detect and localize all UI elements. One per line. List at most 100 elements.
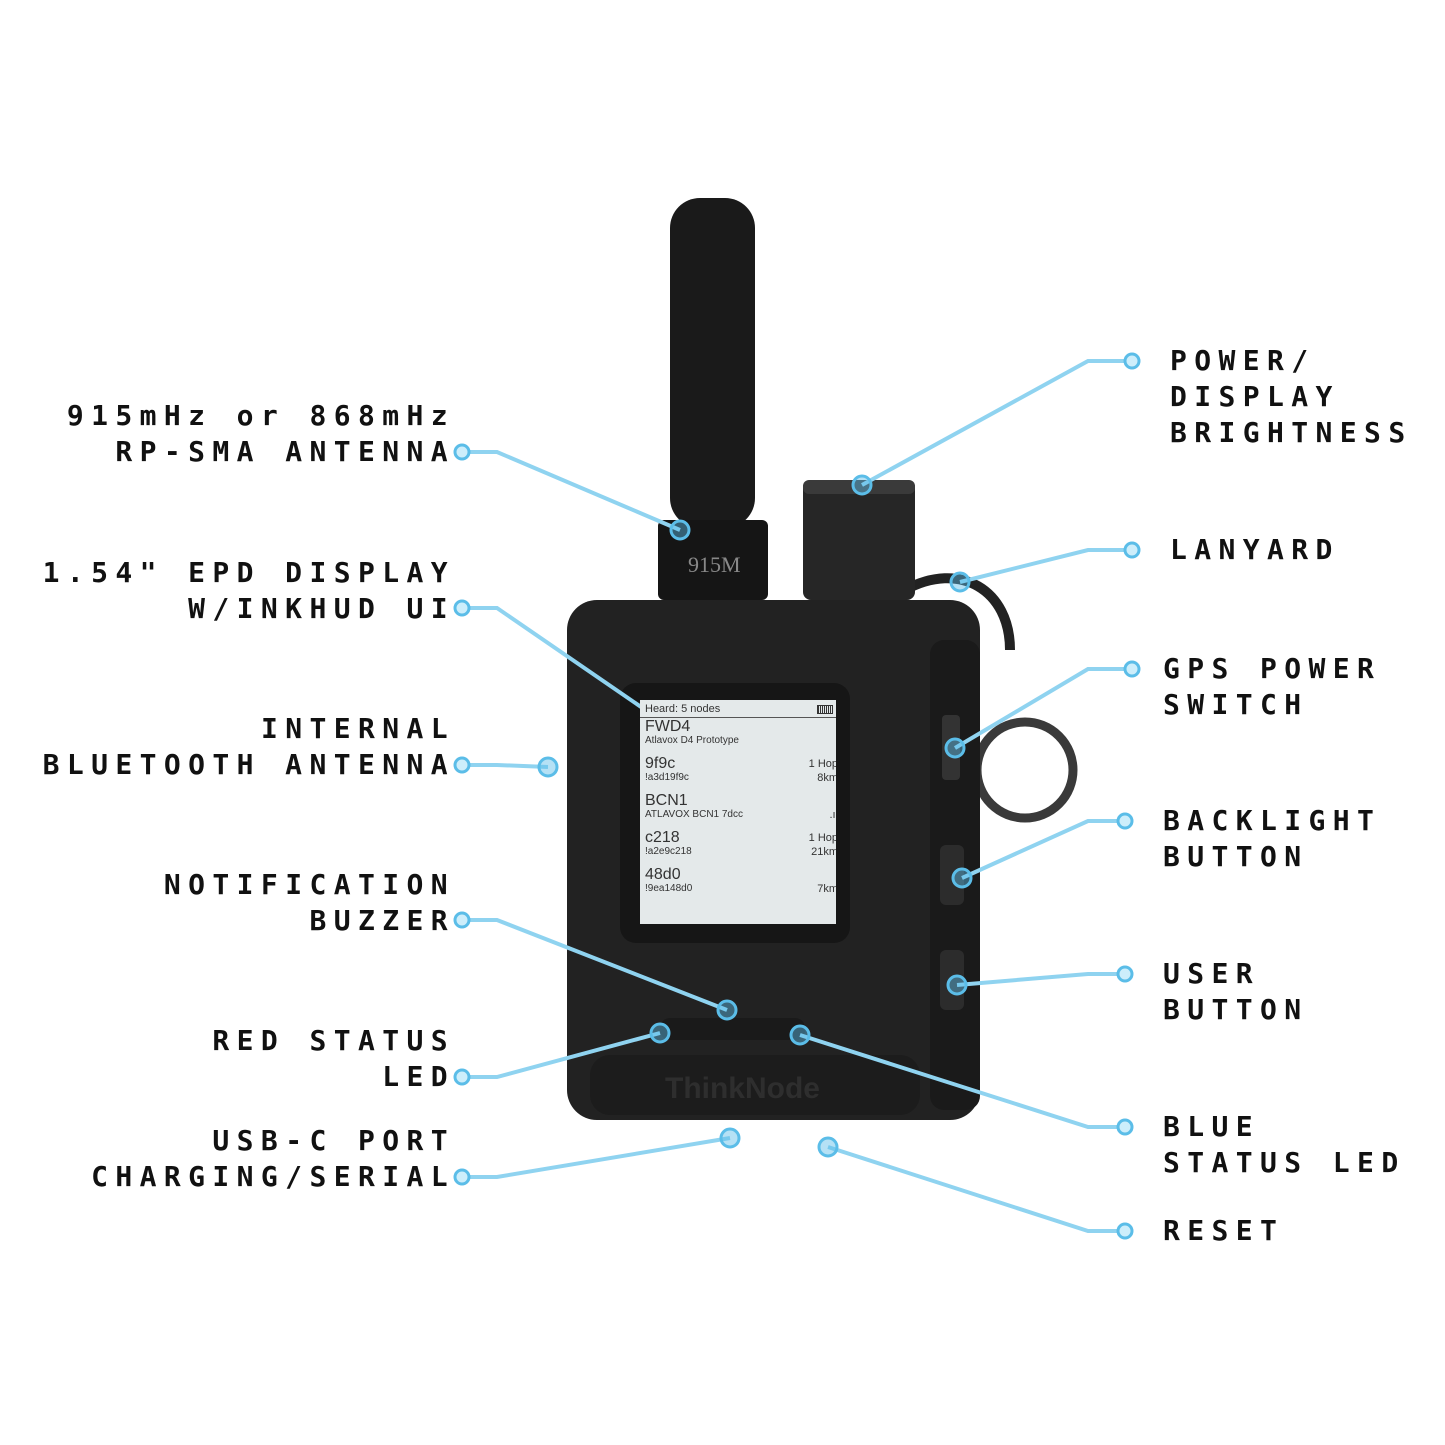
callout-text-line: LED [382,1060,455,1093]
node-sub: !a2e9c218 [645,846,692,857]
callout-text-line: STATUS LED [1163,1146,1406,1179]
callout-text-line: 915mHz or 868mHz [66,399,455,432]
heard-count: Heard: 5 nodes [645,703,721,715]
callout-text-line: POWER/ [1170,344,1316,377]
node-r2: .ıl [829,809,836,821]
lanyard-cord [902,573,1015,651]
callout-leader-line [961,819,1125,880]
callout-leader-line [799,1033,1125,1129]
node-list-item: c218!a2e9c218 1 Hop 21km [640,829,836,866]
callout-text-line: BLUETOOTH ANTENNA [42,748,455,781]
callout-text-line: SWITCH [1163,688,1309,721]
callout-dot [1123,541,1141,559]
callout-dot [453,599,471,617]
callout-text-line: LANYARD [1170,533,1340,566]
callout-dot [537,756,559,778]
callout-text-line: BUTTON [1163,840,1309,873]
led-strip [660,1018,805,1040]
callout-text-line: NOTIFICATION [163,868,455,901]
callout-label-right: LANYARD [1170,532,1340,568]
callout-leader-line [462,606,662,722]
callout-dot [946,974,968,996]
antenna-base [658,520,768,600]
node-sub: !9ea148d0 [645,883,693,894]
callout-dot [1116,1118,1134,1136]
callout-leader-line [462,450,681,532]
node-list-item: 48d0!9ea148d0 7km [640,866,836,903]
callout-text-line: BUZZER [309,904,455,937]
callout-label-right: RESET [1163,1213,1284,1249]
node-r2: 7km [817,883,836,895]
callout-text-line: CHARGING/SERIAL [91,1160,455,1193]
callout-dot [789,1024,811,1046]
callout-dot [817,1136,839,1158]
callout-dot [944,737,966,759]
callout-leader-line [956,972,1125,987]
callout-dot [1116,965,1134,983]
node-id: 48d0 [645,866,681,883]
callout-leader-line [827,1145,1125,1233]
callout-dot [1116,1222,1134,1240]
node-id: BCN1 [645,792,688,809]
callout-text-line: RED STATUS [212,1024,455,1057]
callout-text-line: INTERNAL [260,712,455,745]
callout-text-line: BLUE [1163,1110,1261,1143]
callout-text-line: GPS POWER [1163,652,1382,685]
callout-leader-line [861,359,1132,487]
antenna [670,198,755,528]
callout-text-line: BRIGHTNESS [1170,416,1413,449]
callout-dot [453,443,471,461]
callout-text-line: RESET [1163,1214,1285,1247]
node-sub: !a3d19f9c [645,772,689,783]
callout-text-line: W/INKHUD UI [188,592,455,625]
callout-dot [1116,812,1134,830]
callout-text-line: DISPLAY [1170,380,1340,413]
node-r2: 21km [811,846,836,858]
callout-dot [1123,352,1141,370]
node-sub: ATLAVOX BCN1 7dcc [645,809,743,820]
callout-text-line: 1.54" EPD DISPLAY [42,556,455,589]
callout-leader-line [462,1031,661,1079]
node-r2: 8km [817,772,836,784]
callout-text-line: BACKLIGHT [1163,804,1382,837]
gps-switch [942,715,960,780]
brand-logo: ThinkNode [665,1072,820,1105]
callout-text-line: RP-SMA ANTENNA [115,435,455,468]
node-r1: 1 Hop [808,832,836,844]
callout-text-line: BUTTON [1163,993,1309,1026]
callout-dot [453,756,471,774]
callout-leader-line [953,667,1132,750]
power-knob [803,480,915,600]
lanyard-ring [972,717,1078,823]
node-sub: Atlavox D4 Prototype [645,735,739,746]
callout-text-line: USER [1163,957,1261,990]
node-id: FWD4 [645,718,691,735]
battery-icon [817,705,833,714]
node-id: 9f9c [645,755,676,772]
callout-dot [719,1127,741,1149]
callout-dot [649,1022,671,1044]
screen-header: Heard: 5 nodes [640,700,836,718]
callout-leader-line [462,763,549,769]
callout-leader-line [462,1136,731,1179]
node-id: c218 [645,829,680,846]
callout-dot [1123,660,1141,678]
callout-text-line: USB-C PORT [212,1124,455,1157]
callout-leader-line [959,548,1132,584]
